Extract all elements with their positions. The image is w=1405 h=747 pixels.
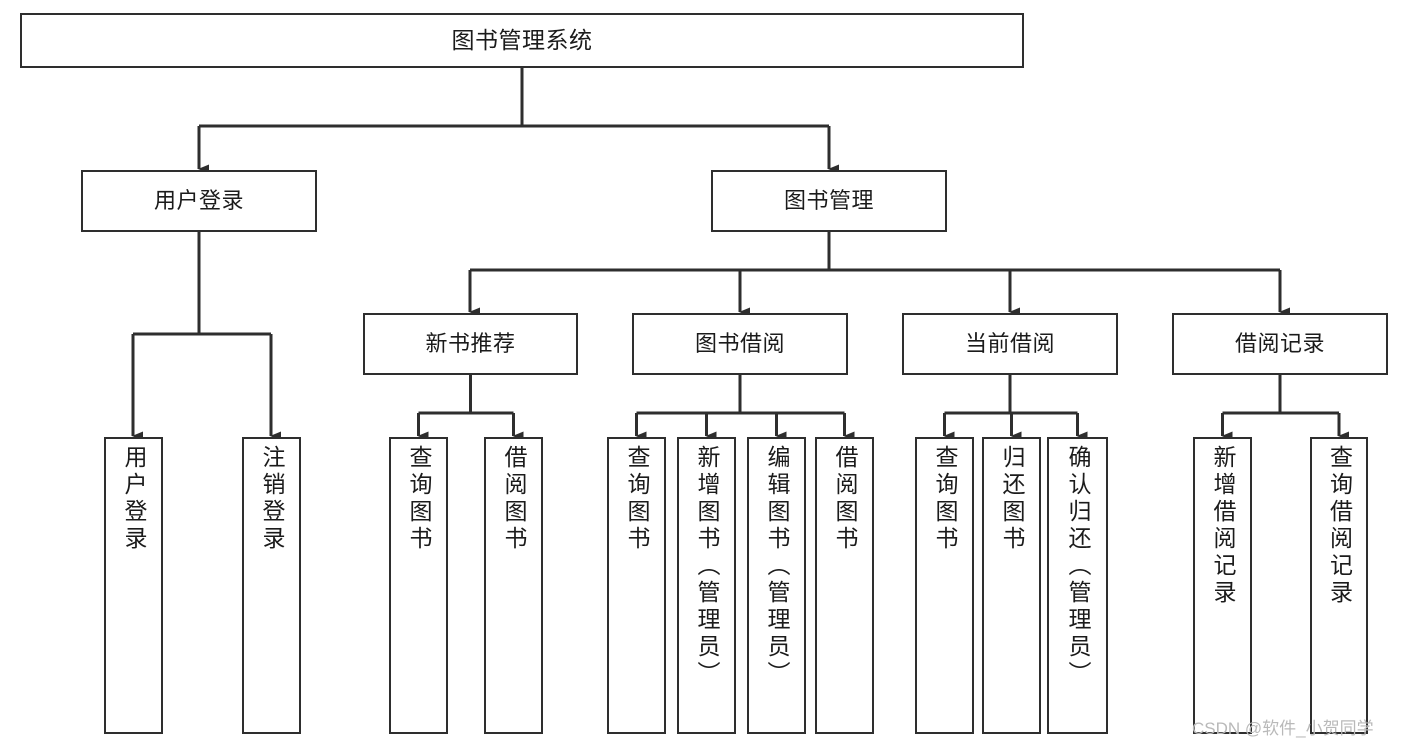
node-label: 确认归还（管理员） [1065,445,1091,688]
node-label: 图书管理 [783,187,874,213]
node-current-borrow[interactable]: 当前借阅 [902,313,1118,375]
node-leaf-confirm-return[interactable]: 确认归还（管理员） [1047,437,1108,734]
node-leaf-edit-book[interactable]: 编辑图书（管理员） [747,437,806,734]
node-leaf-add-book[interactable]: 新增图书（管理员） [677,437,736,734]
node-leaf-add-record[interactable]: 新增借阅记录 [1193,437,1252,734]
node-label: 图书借阅 [694,330,785,356]
node-leaf-query-record[interactable]: 查询借阅记录 [1310,437,1368,734]
node-root-system[interactable]: 图书管理系统 [20,13,1024,68]
node-label: 查询图书 [406,445,432,553]
node-leaf-borrow-book-2[interactable]: 借阅图书 [815,437,874,734]
node-label: 当前借阅 [964,330,1055,356]
node-leaf-user-login[interactable]: 用户登录 [104,437,163,734]
node-leaf-query-book-1[interactable]: 查询图书 [389,437,448,734]
node-label: 图书管理系统 [451,26,593,53]
node-leaf-return-book[interactable]: 归还图书 [982,437,1041,734]
node-leaf-query-book-3[interactable]: 查询图书 [915,437,974,734]
node-label: 查询图书 [624,445,650,553]
node-label: 查询图书 [932,445,958,553]
node-new-book-recommend[interactable]: 新书推荐 [363,313,578,375]
connector-lines [131,68,1349,441]
node-label: 新增图书（管理员） [694,445,720,688]
node-label: 借阅图书 [501,445,527,553]
node-leaf-borrow-book-1[interactable]: 借阅图书 [484,437,543,734]
node-label: 注销登录 [259,445,285,553]
node-label: 借阅记录 [1234,330,1325,356]
node-label: 用户登录 [121,445,147,553]
node-label: 新增借阅记录 [1210,445,1236,607]
node-label: 借阅图书 [832,445,858,553]
node-user-login[interactable]: 用户登录 [81,170,317,232]
node-label: 查询借阅记录 [1326,445,1353,607]
node-book-manage[interactable]: 图书管理 [711,170,947,232]
node-label: 编辑图书（管理员） [764,445,790,688]
node-borrow-record[interactable]: 借阅记录 [1172,313,1388,375]
node-label: 新书推荐 [425,330,516,356]
node-book-borrow[interactable]: 图书借阅 [632,313,848,375]
node-leaf-logout[interactable]: 注销登录 [242,437,301,734]
node-label: 用户登录 [153,187,244,213]
node-leaf-query-book-2[interactable]: 查询图书 [607,437,666,734]
node-label: 归还图书 [999,445,1025,553]
